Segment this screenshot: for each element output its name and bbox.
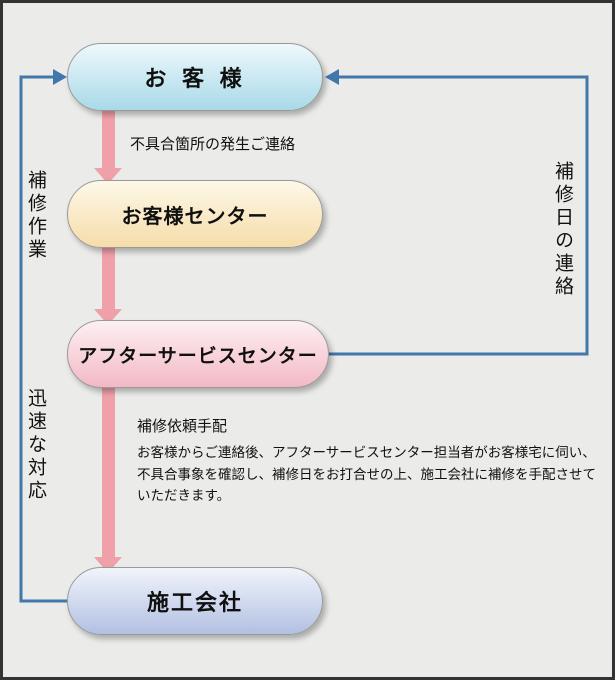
node-construction-company-label: 施工会社	[146, 591, 243, 616]
arrow-body	[101, 245, 115, 309]
node-after-service-center: アフターサービスセンター	[67, 320, 329, 388]
connector-right-arrowhead-icon	[325, 69, 339, 85]
arrow-body	[101, 106, 115, 168]
arrow-afterservice-to-construction-icon	[94, 385, 122, 573]
node-customer-label: お 客 様	[144, 67, 246, 92]
connector-left-arrowhead-icon	[53, 69, 67, 85]
connector-right-line	[329, 75, 589, 356]
arrow-center-to-afterservice-icon	[94, 245, 122, 325]
node-customer-center-label: お客様センター	[121, 203, 269, 228]
label-repair-day-notice: 補修日の連絡	[552, 161, 574, 299]
label-repair-request: 補修依頼手配	[137, 417, 228, 435]
arrow-customer-to-center-icon	[94, 106, 122, 184]
connector-left-line	[19, 75, 67, 603]
node-construction-company: 施工会社	[67, 567, 323, 635]
arrow-body	[101, 385, 115, 557]
node-customer-center: お客様センター	[67, 180, 323, 248]
label-repair-work: 補修作業	[25, 170, 47, 262]
node-after-service-center-label: アフターサービスセンター	[78, 344, 318, 367]
node-customer: お 客 様	[67, 43, 323, 111]
description-text: お客様からご連絡後、アフターサービスセンター担当者がお客様宅に伺い、不具合事象を…	[137, 445, 596, 505]
label-defect-notice: 不具合箇所の発生ご連絡	[130, 135, 296, 153]
label-quick-response: 迅速な対応	[25, 388, 47, 503]
